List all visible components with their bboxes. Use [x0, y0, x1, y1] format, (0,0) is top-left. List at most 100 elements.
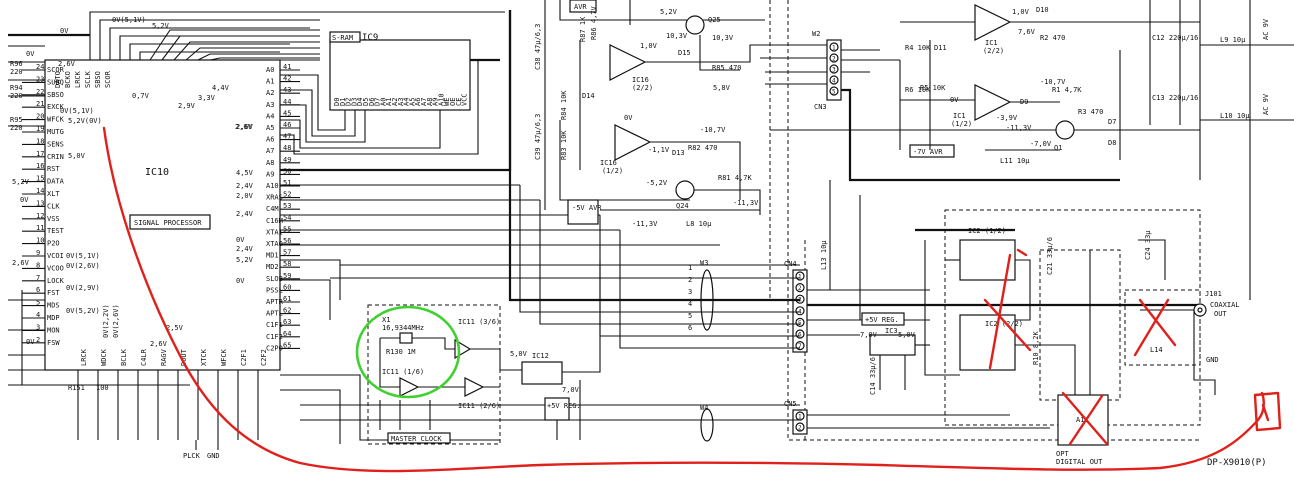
ic9-block: S-RAM IC9 D0D1D2D3D4D5D6D7A0A1A2A3A4A5A6… [329, 31, 471, 111]
w2-pin [829, 64, 839, 74]
clock-box-label-bg [387, 432, 451, 444]
ic1a-opamp [974, 4, 1012, 41]
ic10-right-pin-number: 51 [283, 179, 291, 187]
right-volt-8: 0V [236, 236, 245, 244]
ic9-pin-label: WE [443, 98, 451, 106]
output-j101: J101 [1205, 290, 1222, 298]
bottom-labels: PLCK GND DP-X9010(P) [183, 440, 1267, 468]
ic10-right-pin-number: 63 [283, 318, 291, 326]
ic10-left-pin-label: MDS [47, 302, 60, 310]
w3-pin-number: 5 [688, 312, 692, 320]
ic9-pin-label: A7 [420, 98, 428, 106]
r96-label: R96 [10, 60, 23, 68]
w3-pin-number: 4 [688, 300, 692, 308]
ic10-left-pin-label: SCOR [47, 66, 65, 74]
right-volt-5: 2,4V [236, 245, 254, 253]
ic10-left-pin-number: 24 [36, 63, 44, 71]
ic10-left-pin-label: MON [47, 326, 60, 334]
output-c24: C24 33μ [1144, 230, 1152, 260]
ic10-left-pin-number: 5 [36, 299, 40, 307]
ic16b-name: IC16 [600, 159, 617, 167]
avr-component-label: R82 470 [688, 144, 718, 152]
ic9-pin-label: D6 [368, 98, 376, 106]
ic10-left-pin-label: LOCK [47, 277, 65, 285]
ic10-left-pin-label: MUTG [47, 128, 64, 136]
ic10-left-pin-label: DATA [47, 178, 65, 186]
ic10-right-pin-label: XRAS [266, 194, 283, 202]
top-volt-5: 2,9V [178, 102, 196, 110]
output-ic2b: IC2 (2/2) [985, 320, 1023, 328]
ic10-left-pin-label: SUBQ [47, 78, 64, 86]
left-volt-5: 5,2V [12, 178, 30, 186]
r151-value: 100 [96, 384, 109, 392]
ic10-right-pin-number: 65 [283, 341, 291, 349]
avr-component-label: R85 470 [712, 64, 742, 72]
cn4-pin-number: 6 [798, 332, 802, 339]
ic9-pin-label: VCC [461, 93, 469, 106]
w2-label: W2 [812, 30, 820, 38]
ic10-left-pin-label: RST [47, 165, 60, 173]
ic10-right-pin-number: 42 [283, 75, 291, 83]
bottom-volt-2: 2,6V [150, 340, 168, 348]
ic10-left-pin-number: 6 [36, 286, 40, 294]
clock-x1: X1 [382, 316, 390, 324]
ic10-right-pin-label: A3 [266, 101, 274, 109]
avr7-component-label: Q1 [1054, 144, 1062, 152]
green-annotation [355, 305, 461, 399]
cn4-pin-number: 2 [798, 285, 802, 292]
red-cross-opt [1061, 391, 1109, 446]
w3-pin-number: 1 [688, 264, 692, 272]
output-c21: C21 33μ/6 [1046, 237, 1054, 275]
ic9-pin-label: A9 [432, 98, 440, 106]
ic10-left-pin-label: SBSO [47, 91, 64, 99]
cn5-pin [795, 422, 805, 432]
avr7-component-label: L11 10μ [1000, 157, 1030, 165]
ic10-right-pin-number: 49 [283, 156, 291, 164]
ic10-right-pin-label: C1F2 [266, 333, 283, 341]
avr-component-label: C38 47μ/6,3 [534, 24, 542, 70]
avr7-component-label: D11 [934, 44, 947, 52]
avr-component-label: R87 1K [579, 16, 587, 42]
ic9-pin-label: A10 [437, 93, 445, 106]
d15-label: D15 [678, 49, 691, 57]
ic10-left-pin-label: XLT [47, 190, 60, 198]
master-clock: X1 16,9344MHz R130 1M IC11 (3/6) IC11 (1… [379, 260, 601, 444]
ic10-left-pin-label: EXCK [47, 103, 65, 111]
ic10-left-pin-label: MDP [47, 314, 60, 322]
ic10-right-pin-number: 53 [283, 202, 291, 210]
ic9-pin-label: D4 [356, 98, 364, 106]
output-l13: L13 10μ [820, 240, 828, 270]
w3-pin-number: 6 [688, 324, 692, 332]
ic9-pin-label: A5 [408, 98, 416, 106]
avr7-component-label: L9 10μ [1220, 36, 1246, 44]
w3-pin-number: 3 [688, 288, 692, 296]
avr7-voltage-label: -10,7V [1040, 78, 1066, 86]
ic10-left-pin-number: 22 [36, 88, 44, 96]
ic16a-part: (2/2) [632, 84, 653, 92]
top-volt-2: 2,6V [58, 60, 76, 68]
ic10-right-pin-number: 48 [283, 144, 291, 152]
red-cross-coaxial [1133, 298, 1177, 357]
output-a1: A1 [1076, 416, 1084, 424]
clock-box-label: MASTER CLOCK [391, 435, 442, 443]
output-l14: L14 [1150, 346, 1163, 354]
ic9-pin-label: A6 [414, 98, 422, 106]
w2-pin [829, 42, 839, 52]
ic10-bottom-pin-label: BCLK [120, 348, 128, 366]
w2-pin-number: 3 [832, 67, 836, 74]
clock-ic11c: IC11 (3/6) [458, 318, 500, 326]
q1-transistor [1055, 120, 1075, 140]
output-coaxial2: OUT [1214, 310, 1227, 318]
ic9-pin-label: D1 [339, 98, 347, 106]
ic10-left-pin-label: TEST [47, 227, 65, 235]
ic10-right-pin-label: A7 [266, 147, 274, 155]
avr7-component-label: D9 [1020, 98, 1028, 106]
right-volt-4: 2,4V [236, 210, 254, 218]
r96-value: 220 [10, 68, 23, 76]
cn4-pin-number: 1 [798, 274, 802, 281]
ic10-right-pin-label: A9 [266, 170, 274, 178]
